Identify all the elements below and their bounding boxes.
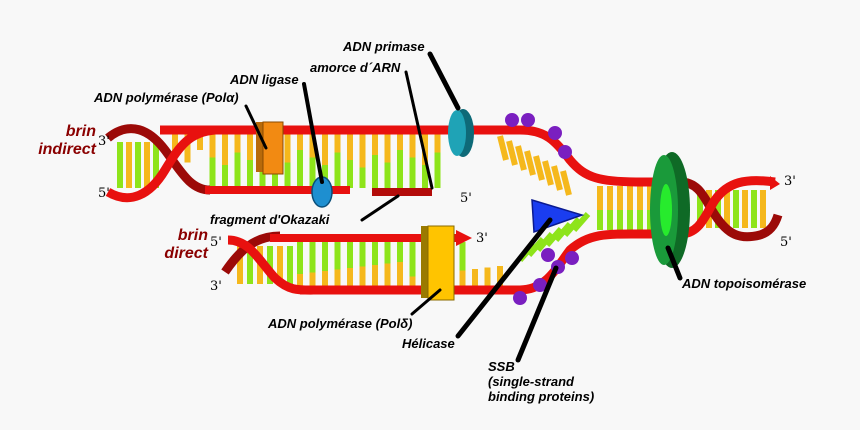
pol-alpha-body: [262, 121, 284, 175]
end-right-top: 3': [784, 174, 796, 189]
base-pair: [571, 212, 591, 232]
lagging-helix-front: [105, 125, 216, 203]
label-brin-direct-1: brin: [178, 227, 208, 244]
end-lower-arrow: 3': [476, 231, 488, 246]
label-brin-indirect-1: brin: [66, 123, 96, 140]
label-brin-direct-2: direct: [164, 245, 208, 262]
base-pair: [544, 227, 564, 247]
base-pair: [497, 135, 509, 161]
ssb-protein: [548, 126, 562, 140]
primase-ring-front: [448, 110, 466, 156]
ssb-proteins: [505, 113, 579, 305]
pointer-amorce: [404, 70, 434, 190]
end-upper-left-top: 3': [98, 134, 110, 149]
end-lower-left-top: 5': [210, 235, 222, 250]
base-pair: [553, 222, 573, 242]
pointer-helicase: [455, 217, 553, 339]
label-helicase: Hélicase: [402, 336, 455, 351]
label-fragment-okazaki: fragment d'Okazaki: [210, 212, 330, 227]
pointer-topo: [665, 245, 683, 281]
ssb-protein: [521, 113, 535, 127]
label-adn-primase: ADN primase: [342, 39, 425, 54]
label-topoisomerase: ADN topoisomérase: [681, 276, 806, 291]
leading-arrowhead: [456, 230, 472, 246]
pol-alpha-block: [256, 122, 266, 172]
base-pair: [526, 237, 546, 257]
base-pair: [542, 160, 554, 186]
pol-delta-body: [427, 225, 455, 301]
label-adn-ligase: ADN ligase: [229, 72, 299, 87]
pointer-pol-delta: [410, 288, 442, 316]
pointer-ligase: [302, 82, 324, 184]
ssb-protein: [513, 291, 527, 305]
end-right-bottom: 5': [780, 235, 792, 250]
end-upper-fragment: 5': [460, 191, 472, 206]
pointer-okazaki: [360, 194, 400, 222]
ssb-protein: [505, 113, 519, 127]
ssb-protein: [533, 278, 547, 292]
right-helix: [679, 176, 783, 242]
right-helix-front: [679, 176, 776, 239]
label-amorce-arn: amorce d´ARN: [310, 60, 401, 75]
base-pair: [562, 217, 582, 237]
base-pair: [560, 170, 572, 196]
lagging-parental-backbone: [160, 125, 680, 187]
right-helix-arrow: [770, 176, 780, 190]
base-pair: [524, 150, 536, 176]
pol-delta-block: [421, 226, 430, 298]
right-helix-back: [679, 177, 783, 242]
pointer-lines: [244, 51, 683, 363]
pointer-pol-alpha: [244, 104, 268, 150]
label-pol-alpha: ADN polymérase (Polα): [93, 90, 239, 105]
label-ssb-1: SSB: [488, 359, 515, 374]
ssb-protein: [565, 251, 579, 265]
topoisomerase-ring-highlight: [660, 184, 672, 236]
label-brin-indirect-2: indirect: [38, 141, 96, 158]
pointer-ssb: [515, 265, 559, 363]
end-upper-left-bottom: 5': [98, 186, 110, 201]
base-pair: [551, 165, 563, 191]
ssb-protein: [558, 145, 572, 159]
label-pol-delta: ADN polymérase (Polδ): [267, 316, 412, 331]
lagging-helix-back: [105, 124, 211, 195]
label-ssb-3: binding proteins): [488, 389, 594, 404]
base-pair: [506, 140, 518, 166]
base-pair: [535, 232, 555, 252]
pointer-primase: [427, 51, 461, 111]
label-ssb-2: (single-strand: [488, 374, 575, 389]
end-lower-left-bottom: 3': [210, 279, 222, 294]
base-pair: [533, 155, 545, 181]
base-pair: [515, 145, 527, 171]
lagging-strand: [105, 124, 680, 203]
ssb-protein: [541, 248, 555, 262]
